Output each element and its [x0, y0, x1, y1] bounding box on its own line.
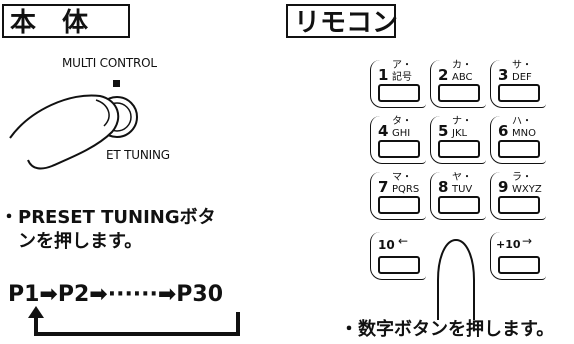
key-kana: ヤ・: [452, 172, 472, 183]
key-button[interactable]: [378, 140, 420, 158]
key-frame: [370, 232, 426, 280]
key-button[interactable]: [378, 256, 420, 274]
key-number: +10: [496, 238, 521, 251]
key-button[interactable]: [438, 140, 480, 158]
key-letters: ABC: [452, 72, 473, 83]
key-frame: [370, 60, 426, 108]
main-unit-caption-line2: ンを押します。: [0, 231, 143, 252]
key-number: 4: [378, 122, 389, 140]
key-number: 9: [498, 178, 509, 196]
key-kana: カ・: [452, 60, 472, 71]
key-kana: タ・: [392, 116, 412, 127]
key-frame: [430, 60, 486, 108]
key-number: 6: [498, 122, 509, 140]
preset-sequence: P1➡P2➡······➡P30: [8, 282, 224, 307]
right-arrow-icon: →: [522, 234, 533, 248]
main-unit-label: 本 体: [2, 4, 130, 38]
key-frame: [430, 172, 486, 220]
key-kana: ラ・: [512, 172, 532, 183]
key-letters: MNO: [512, 128, 536, 139]
key-number: 7: [378, 178, 389, 196]
key-letters: DEF: [512, 72, 532, 83]
key-letters: TUV: [452, 184, 473, 195]
key-frame: [370, 172, 426, 220]
key-kana: マ・: [392, 172, 412, 183]
left-arrow-icon: ←: [398, 234, 409, 248]
key-letters: 記号: [392, 72, 412, 83]
key-button[interactable]: [438, 84, 480, 102]
minus10-key[interactable]: 10 ←: [370, 232, 428, 284]
key-number: 5: [438, 122, 449, 140]
key-letters: GHI: [392, 128, 411, 139]
key-button[interactable]: [378, 196, 420, 214]
remote-label: リモコン: [286, 4, 398, 38]
key-frame: [490, 60, 546, 108]
key-frame: [490, 172, 546, 220]
key-kana: ナ・: [452, 116, 472, 127]
key-frame: [370, 116, 426, 164]
key-button[interactable]: [378, 84, 420, 102]
main-unit-caption-line1: ・PRESET TUNINGボタ: [0, 207, 216, 228]
key-number: 2: [438, 66, 449, 84]
key-letters: WXYZ: [512, 184, 542, 195]
key-button[interactable]: [498, 196, 540, 214]
plus10-key[interactable]: +10 →: [490, 232, 548, 284]
key-letters: JKL: [452, 128, 468, 139]
key-frame: [490, 232, 546, 280]
key-kana: ア・: [392, 60, 412, 71]
key-frame: [490, 116, 546, 164]
key-number: 10: [378, 238, 395, 252]
key-button[interactable]: [498, 84, 540, 102]
key-number: 3: [498, 66, 509, 84]
remote-caption: ・数字ボタンを押します。: [340, 319, 555, 340]
key-number: 1: [378, 66, 389, 84]
key-button[interactable]: [498, 140, 540, 158]
key-kana: ハ・: [512, 116, 532, 127]
preset-tuning-text: ET TUNING: [106, 148, 170, 162]
multi-control-label: MULTI CONTROL: [62, 56, 157, 70]
key-frame: [430, 116, 486, 164]
key-kana: サ・: [512, 60, 532, 71]
key-button[interactable]: [438, 196, 480, 214]
key-letters: PQRS: [392, 184, 420, 195]
key-button[interactable]: [498, 256, 540, 274]
key-number: 8: [438, 178, 449, 196]
